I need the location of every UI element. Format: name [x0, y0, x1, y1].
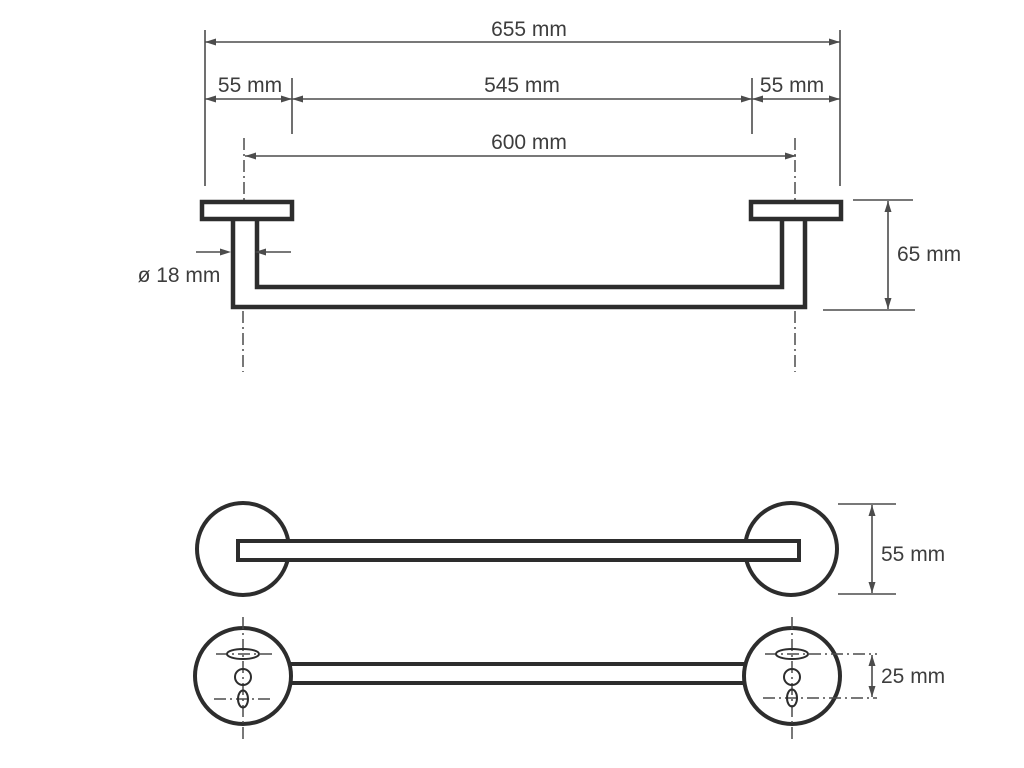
mount-holes-right	[775, 648, 809, 708]
dimension-label-right-offset: 55 mm	[760, 74, 824, 97]
dimension-depth: 65 mm	[823, 199, 961, 311]
wall-plate-right	[748, 199, 844, 222]
dimension-label-center-span: 545 mm	[484, 74, 560, 97]
dimension-total-width: 655 mm	[205, 18, 840, 46]
slot-hole	[226, 648, 260, 660]
dimension-label-depth: 65 mm	[897, 243, 961, 266]
dimension-offsets-row: 55 mm 545 mm 55 mm	[205, 74, 840, 103]
dimension-label-rail-span: 600 mm	[491, 131, 567, 154]
oval-hole	[237, 689, 249, 709]
rail-tube	[230, 221, 808, 310]
rail-bar	[236, 539, 801, 562]
dimension-hole-spacing: 25 mm	[868, 655, 945, 697]
dimension-label-hole-spacing: 25 mm	[881, 665, 945, 688]
dimension-label-total-width: 655 mm	[491, 18, 567, 41]
mounting-view: 25 mm	[193, 617, 945, 740]
dimension-rail-span: 600 mm	[245, 131, 796, 160]
dimension-label-tube-diameter: ø 18 mm	[138, 264, 221, 287]
oval-hole	[786, 688, 798, 708]
dimension-tube-diameter: ø 18 mm	[138, 248, 291, 287]
wall-plate-left	[199, 199, 295, 222]
slot-hole	[775, 648, 809, 660]
dimension-flange-diameter: 55 mm	[838, 503, 945, 595]
rail-bar-outline	[291, 662, 744, 685]
mount-center-lines	[214, 617, 877, 740]
dimension-label-flange-diameter: 55 mm	[881, 543, 945, 566]
front-view: 55 mm	[195, 501, 945, 597]
round-hole	[234, 668, 252, 686]
post-center-lines	[242, 138, 796, 372]
mount-holes-left	[226, 648, 260, 709]
dimension-label-left-offset: 55 mm	[218, 74, 282, 97]
side-view: 655 mm 55 mm 545 mm 55 mm 600 mm	[138, 18, 961, 372]
round-hole	[783, 668, 801, 686]
extension-lines	[204, 30, 841, 186]
